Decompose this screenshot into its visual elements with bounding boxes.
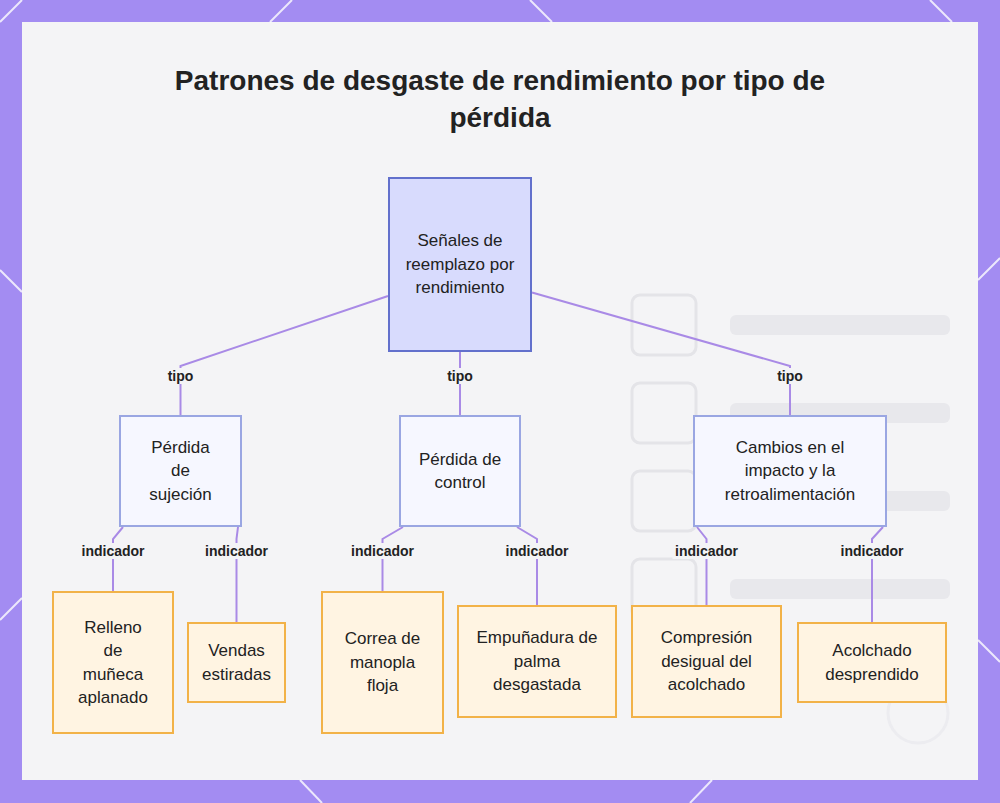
connector-line bbox=[872, 527, 883, 622]
edge-label: indicador bbox=[78, 543, 147, 559]
connector-line bbox=[113, 527, 123, 591]
edge-label: indicador bbox=[837, 543, 906, 559]
indicator-box: Compresión desigual del acolchado bbox=[631, 605, 782, 718]
edge-label: tipo bbox=[774, 368, 806, 384]
edge-label: indicador bbox=[672, 543, 741, 559]
indicator-box: Acolchado desprendido bbox=[797, 622, 947, 703]
connector-line bbox=[517, 527, 537, 605]
connector-line bbox=[181, 296, 389, 415]
category-box: Pérdida de control bbox=[399, 415, 521, 527]
indicator-box: Relleno de muñeca aplanado bbox=[52, 591, 174, 734]
node-text: Correa de manopla floja bbox=[339, 627, 426, 697]
node-text: Compresión desigual del acolchado bbox=[643, 626, 770, 696]
node-text: Pérdida de control bbox=[415, 448, 505, 495]
edge-label: tipo bbox=[165, 368, 197, 384]
category-box: Cambios en el impacto y la retroalimenta… bbox=[693, 415, 887, 527]
connector-line bbox=[697, 527, 707, 605]
connector-line bbox=[237, 527, 239, 622]
node-text: Relleno de muñeca aplanado bbox=[74, 616, 152, 710]
edge-label: tipo bbox=[444, 368, 476, 384]
indicator-box: Empuñadura de palma desgastada bbox=[457, 605, 617, 718]
connector-line bbox=[532, 293, 790, 416]
node-text: Pérdida de sujeción bbox=[145, 436, 216, 506]
node-text: Cambios en el impacto y la retroalimenta… bbox=[713, 436, 867, 506]
connector-line bbox=[383, 527, 404, 591]
indicator-box: Vendas estiradas bbox=[187, 622, 286, 703]
indicator-box: Correa de manopla floja bbox=[321, 591, 444, 734]
root-box: Señales de reemplazo por rendimiento bbox=[388, 177, 532, 352]
node-text: Señales de reemplazo por rendimiento bbox=[404, 229, 516, 299]
edge-label: indicador bbox=[502, 543, 571, 559]
edge-label: indicador bbox=[202, 543, 271, 559]
edge-label: indicador bbox=[348, 543, 417, 559]
node-text: Empuñadura de palma desgastada bbox=[473, 626, 601, 696]
category-box: Pérdida de sujeción bbox=[119, 415, 242, 527]
node-text: Vendas estiradas bbox=[197, 639, 276, 686]
diagram-title: Patrones de desgaste de rendimiento por … bbox=[150, 62, 850, 136]
node-text: Acolchado desprendido bbox=[809, 639, 935, 686]
